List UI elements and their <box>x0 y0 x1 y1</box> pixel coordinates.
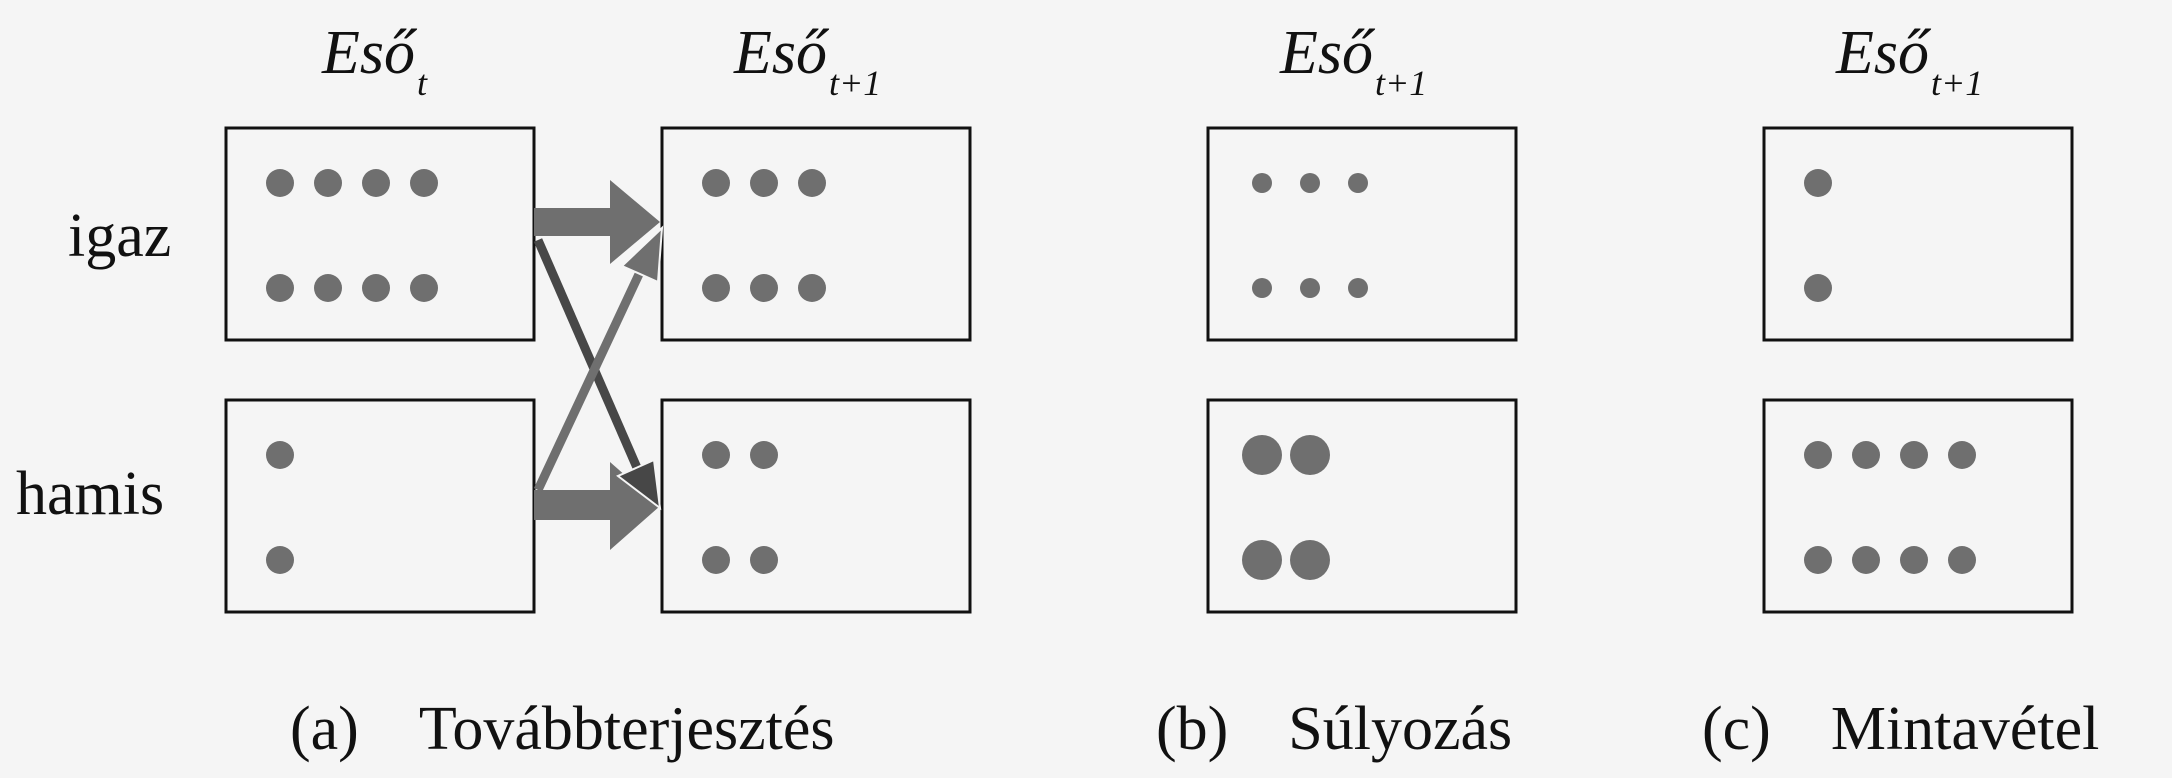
particles-c-igaz <box>1804 169 1832 302</box>
caption-text: Súlyozás <box>1288 695 1513 763</box>
particles-a-left-igaz <box>266 169 438 302</box>
particle <box>798 169 826 197</box>
header-subscript: t <box>417 63 428 103</box>
header-subscript: t+1 <box>1931 63 1984 103</box>
particle <box>1900 441 1928 469</box>
particle-small <box>1252 173 1272 193</box>
row-label-igaz: igaz <box>68 202 172 270</box>
particle-small <box>1300 173 1320 193</box>
caption-letter: (a) <box>290 695 359 763</box>
header-base: Eső <box>1280 19 1373 87</box>
particles-a-left-hamis <box>266 441 294 574</box>
box-a-right-igaz <box>660 126 972 342</box>
caption-b: (b) Súlyozás <box>1156 698 1512 760</box>
header-base: Eső <box>734 19 827 87</box>
box-a-right-hamis <box>660 398 972 614</box>
box-b-hamis <box>1206 398 1518 614</box>
particle <box>1948 546 1976 574</box>
header-base: Eső <box>322 19 415 87</box>
particle <box>410 169 438 197</box>
particle-small <box>1300 278 1320 298</box>
particle <box>702 169 730 197</box>
particle-small <box>1348 278 1368 298</box>
particle <box>266 274 294 302</box>
particles-b-igaz <box>1252 173 1368 298</box>
particle <box>702 441 730 469</box>
particle-large <box>1290 540 1330 580</box>
particle <box>362 274 390 302</box>
particle-small <box>1348 173 1368 193</box>
caption-text: Mintavétel <box>1830 695 2100 763</box>
particle <box>1900 546 1928 574</box>
box-a-left-igaz <box>224 126 536 342</box>
particle <box>750 274 778 302</box>
particle-large <box>1242 540 1282 580</box>
header-a-left: Esőt <box>322 19 427 101</box>
particle <box>266 441 294 469</box>
particles-a-right-igaz <box>702 169 826 302</box>
particle-small <box>1252 278 1272 298</box>
particle <box>750 546 778 574</box>
particle <box>750 441 778 469</box>
arrow-igaz-to-igaz <box>534 180 660 264</box>
header-c: Esőt+1 <box>1836 19 1983 101</box>
particle <box>1852 546 1880 574</box>
particle <box>1852 441 1880 469</box>
particle <box>314 274 342 302</box>
particle <box>1804 169 1832 197</box>
particles-a-right-hamis <box>702 441 778 574</box>
particle <box>314 169 342 197</box>
particle <box>702 546 730 574</box>
particle <box>266 546 294 574</box>
particle <box>410 274 438 302</box>
header-subscript: t+1 <box>829 63 882 103</box>
header-base: Eső <box>1836 19 1929 87</box>
particle <box>1804 441 1832 469</box>
header-b: Esőt+1 <box>1280 19 1427 101</box>
particle <box>702 274 730 302</box>
arrow-igaz-to-hamis <box>533 238 662 511</box>
box-b-igaz <box>1206 126 1518 342</box>
particle <box>266 169 294 197</box>
particle <box>1948 441 1976 469</box>
box-c-igaz <box>1762 126 2074 342</box>
caption-letter: (b) <box>1156 695 1229 763</box>
particle <box>1804 274 1832 302</box>
particle <box>798 274 826 302</box>
particles-b-hamis <box>1242 435 1330 580</box>
box-a-left-hamis <box>224 398 536 614</box>
arrow-hamis-to-igaz <box>533 225 664 492</box>
particle <box>1804 546 1832 574</box>
header-a-right: Esőt+1 <box>734 19 881 101</box>
particle <box>362 169 390 197</box>
particles-c-hamis <box>1804 441 1976 574</box>
caption-text: Továbbterjesztés <box>418 695 835 763</box>
caption-c: (c) Mintavétel <box>1702 698 2099 760</box>
caption-a: (a) Továbbterjesztés <box>290 698 835 760</box>
box-c-hamis <box>1762 398 2074 614</box>
particle-large <box>1242 435 1282 475</box>
particle-large <box>1290 435 1330 475</box>
header-subscript: t+1 <box>1375 63 1428 103</box>
row-label-hamis: hamis <box>16 460 165 528</box>
particle <box>750 169 778 197</box>
caption-letter: (c) <box>1702 695 1771 763</box>
